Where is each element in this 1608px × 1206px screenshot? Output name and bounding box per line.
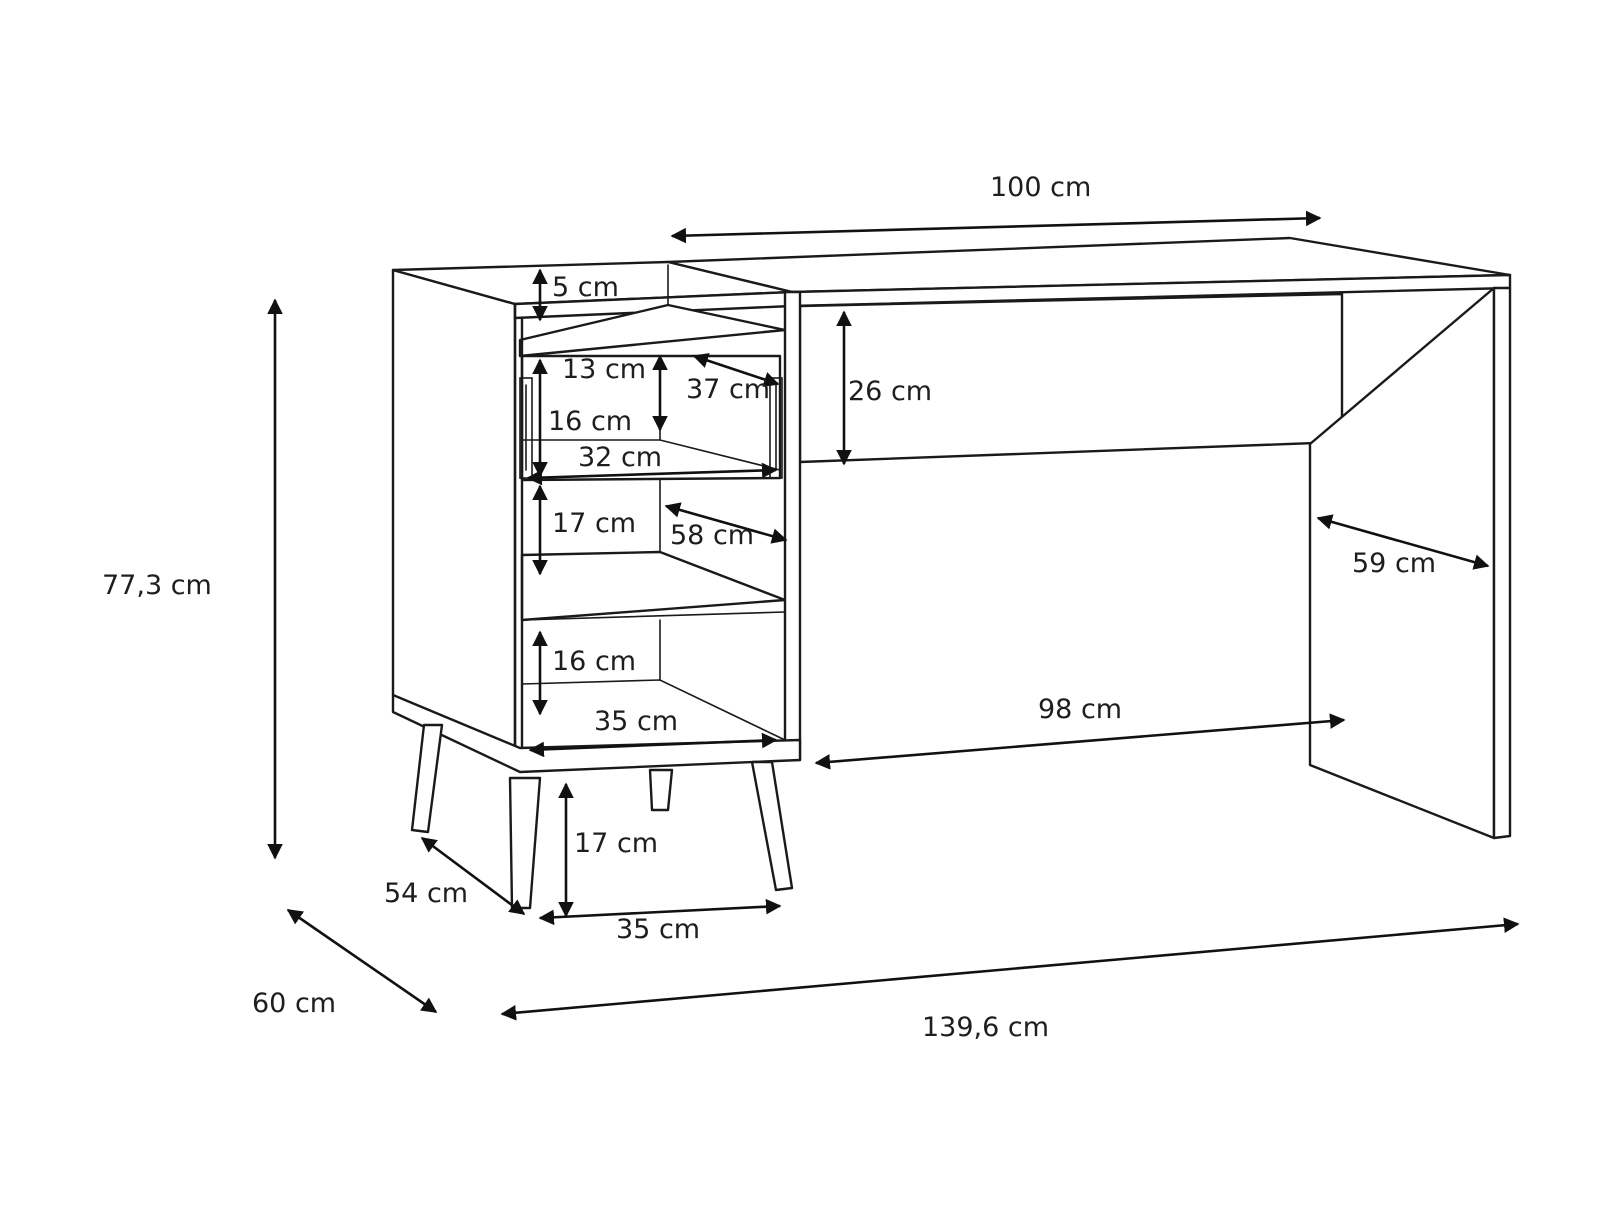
label-total-depth: 60 cm [252,988,336,1019]
dimension-arrows [267,210,1520,1021]
label-leg-height: 17 cm [574,828,658,859]
cabinet [391,260,802,774]
dimension-labels: 100 cm 5 cm 13 cm 37 cm 16 cm 32 cm 26 c… [102,172,1436,1043]
label-leg-panel-depth: 59 cm [1352,548,1436,579]
label-shelf-width: 35 cm [594,706,678,737]
label-desk-top-width: 100 cm [990,172,1091,203]
label-upper-shelf-height: 17 cm [552,508,636,539]
label-drawer-height: 13 cm [562,354,646,385]
label-drawer-depth: 37 cm [686,374,770,405]
label-top-gap: 5 cm [552,272,619,303]
label-total-width: 139,6 cm [922,1012,1049,1043]
label-drawer-width: 32 cm [578,442,662,473]
label-drawer-inner-height: 16 cm [548,406,632,437]
label-cabinet-inner-depth: 58 cm [670,520,754,551]
label-knee-width: 98 cm [1038,694,1122,725]
label-leg-depth: 54 cm [384,878,468,909]
label-lower-shelf-height: 16 cm [552,646,636,677]
label-leg-span: 35 cm [616,914,700,945]
label-apron-height: 26 cm [848,376,932,407]
label-total-height: 77,3 cm [102,570,212,601]
